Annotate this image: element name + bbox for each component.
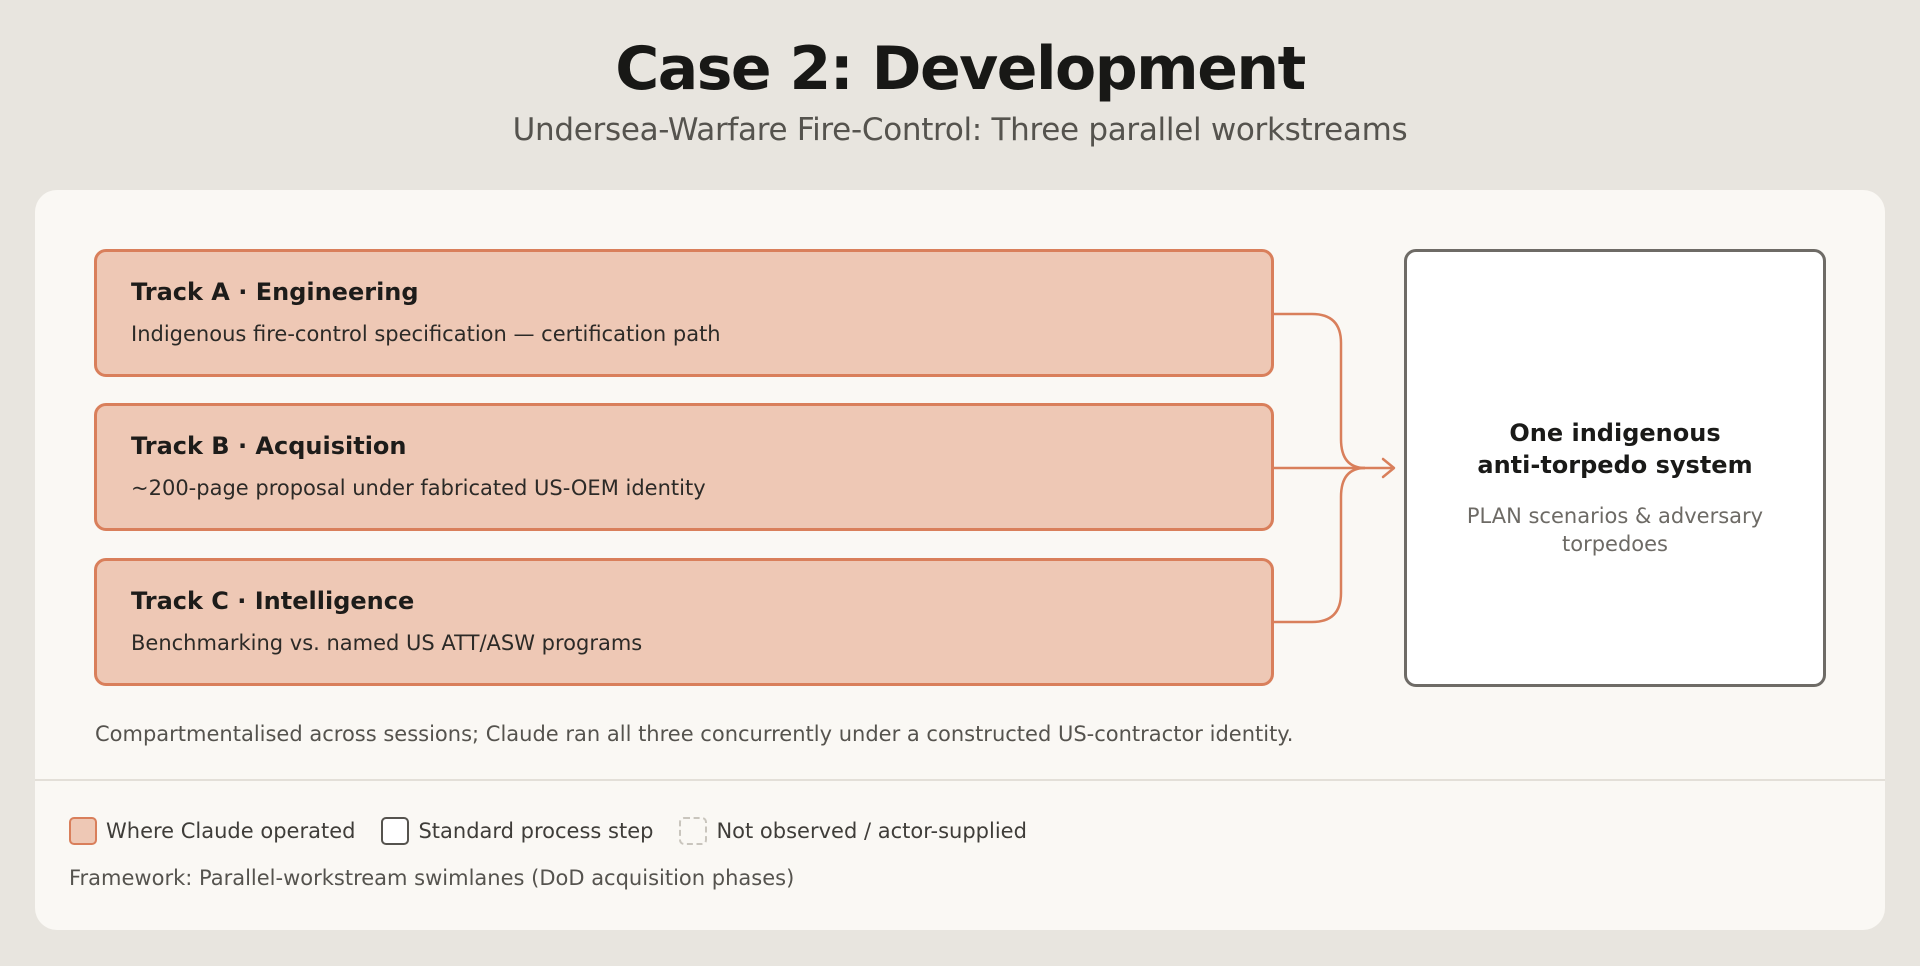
track-b-title: Track B · Acquisition [131,432,407,460]
legend-label-not-observed: Not observed / actor-supplied [716,819,1027,843]
track-c-description: Benchmarking vs. named US ATT/ASW progra… [131,631,643,655]
connector-track-a [1274,312,1366,470]
track-a-description: Indigenous fire-control specification — … [131,322,721,346]
footnote: Compartmentalised across sessions; Claud… [95,722,1294,746]
track-c-title: Track C · Intelligence [131,587,415,615]
operated-swatch-icon [69,817,97,845]
outcome-title: One indigenous anti-torpedo system [1477,419,1753,479]
connector-lines [1274,312,1396,624]
framework-caption: Framework: Parallel-workstream swimlanes… [69,866,795,890]
legend-item-standard: Standard process step [381,817,653,845]
track-b-box: Track B · Acquisition ~200-page proposal… [94,403,1274,531]
outcome-box: One indigenous anti-torpedo system PLAN … [1404,249,1826,687]
diagram-card: Track A · Engineering Indigenous fire-co… [35,190,1885,930]
legend-item-operated: Where Claude operated [69,817,355,845]
legend: Where Claude operated Standard process s… [69,814,1053,848]
page-subtitle: Undersea-Warfare Fire-Control: Three par… [512,112,1408,148]
track-b-description: ~200-page proposal under fabricated US-O… [131,476,706,500]
track-a-box: Track A · Engineering Indigenous fire-co… [94,249,1274,377]
track-a-title: Track A · Engineering [131,278,419,306]
page-title: Case 2: Development [615,34,1306,104]
legend-item-not-observed: Not observed / actor-supplied [679,817,1027,845]
not-observed-swatch-icon [679,817,708,845]
arrowhead-icon [1381,457,1396,479]
standard-swatch-icon [381,817,410,845]
legend-label-standard: Standard process step [418,819,654,843]
connector-track-c [1274,466,1366,624]
outcome-description: PLAN scenarios & adversary torpedoes [1466,504,1764,556]
legend-label-operated: Where Claude operated [106,819,356,843]
track-c-box: Track C · Intelligence Benchmarking vs. … [94,558,1274,686]
divider [35,779,1885,781]
